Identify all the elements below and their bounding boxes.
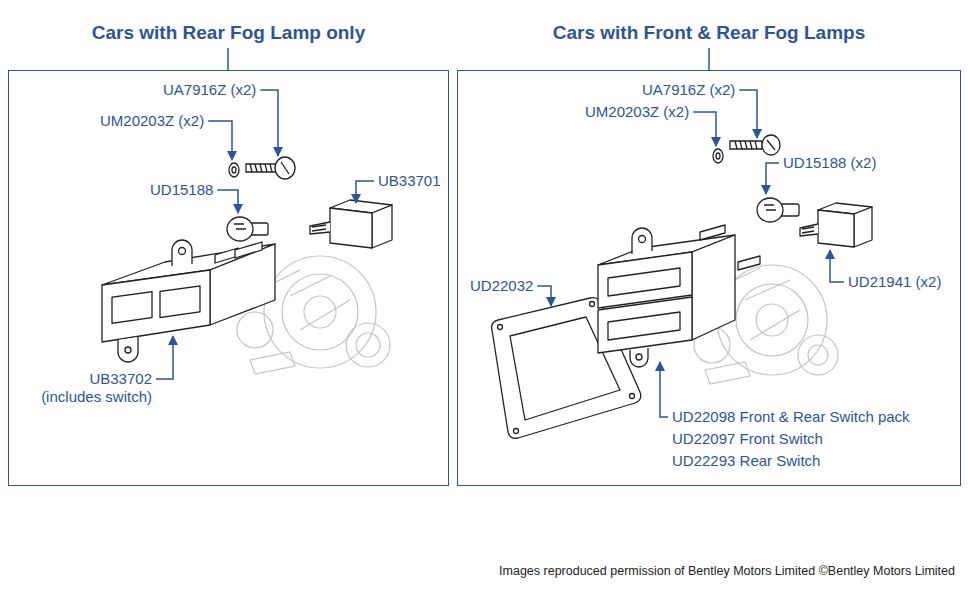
screw: [246, 157, 295, 179]
leader-line: [766, 163, 779, 194]
copyright-caption: Images reproduced permission of Bentley …: [499, 564, 955, 579]
part-number: UD22098 Front & Rear Switch pack: [672, 408, 910, 426]
part-number: UD21941 (x2): [848, 273, 941, 291]
washer: [713, 149, 723, 163]
part-number: UA7916Z (x2): [642, 81, 735, 99]
heading-line: [708, 48, 710, 70]
leader-line: [217, 190, 238, 213]
leader-line: [537, 286, 551, 306]
part-number: UA7916Z (x2): [163, 81, 256, 99]
leader-line: [208, 121, 232, 160]
part-number: UD15188 (x2): [783, 154, 876, 172]
part-number: UM20203Z (x2): [585, 103, 689, 121]
part-number: UB33702 (includes switch): [32, 370, 152, 406]
panel-heading: Cars with Rear Fog Lamp only: [9, 22, 448, 44]
leader-line: [260, 90, 278, 156]
connector: [800, 203, 872, 247]
leader-line: [693, 112, 716, 146]
panel-box: Cars with Rear Fog Lamp only: [8, 70, 449, 486]
leader-line: [356, 181, 374, 203]
leader-line: [739, 90, 757, 138]
bulb: [757, 198, 799, 222]
panel-heading: Cars with Front & Rear Fog Lamps: [458, 22, 960, 44]
washer: [229, 163, 239, 177]
part-number: UD22293 Rear Switch: [672, 452, 820, 470]
bulb: [227, 217, 268, 241]
part-number: UD22097 Front Switch: [672, 430, 823, 448]
screw: [730, 135, 780, 155]
part-number: UB33701: [378, 172, 441, 190]
connector: [310, 200, 392, 248]
heading-line: [227, 48, 229, 70]
switch-housing: [598, 225, 760, 367]
part-number: UD22032: [470, 277, 533, 295]
leader-line: [660, 362, 668, 417]
leader-line: [830, 250, 844, 282]
leader-line: [156, 336, 173, 379]
switch-housing: [102, 240, 275, 362]
part-number: UM20203Z (x2): [100, 112, 204, 130]
part-number: UD15188: [150, 181, 213, 199]
